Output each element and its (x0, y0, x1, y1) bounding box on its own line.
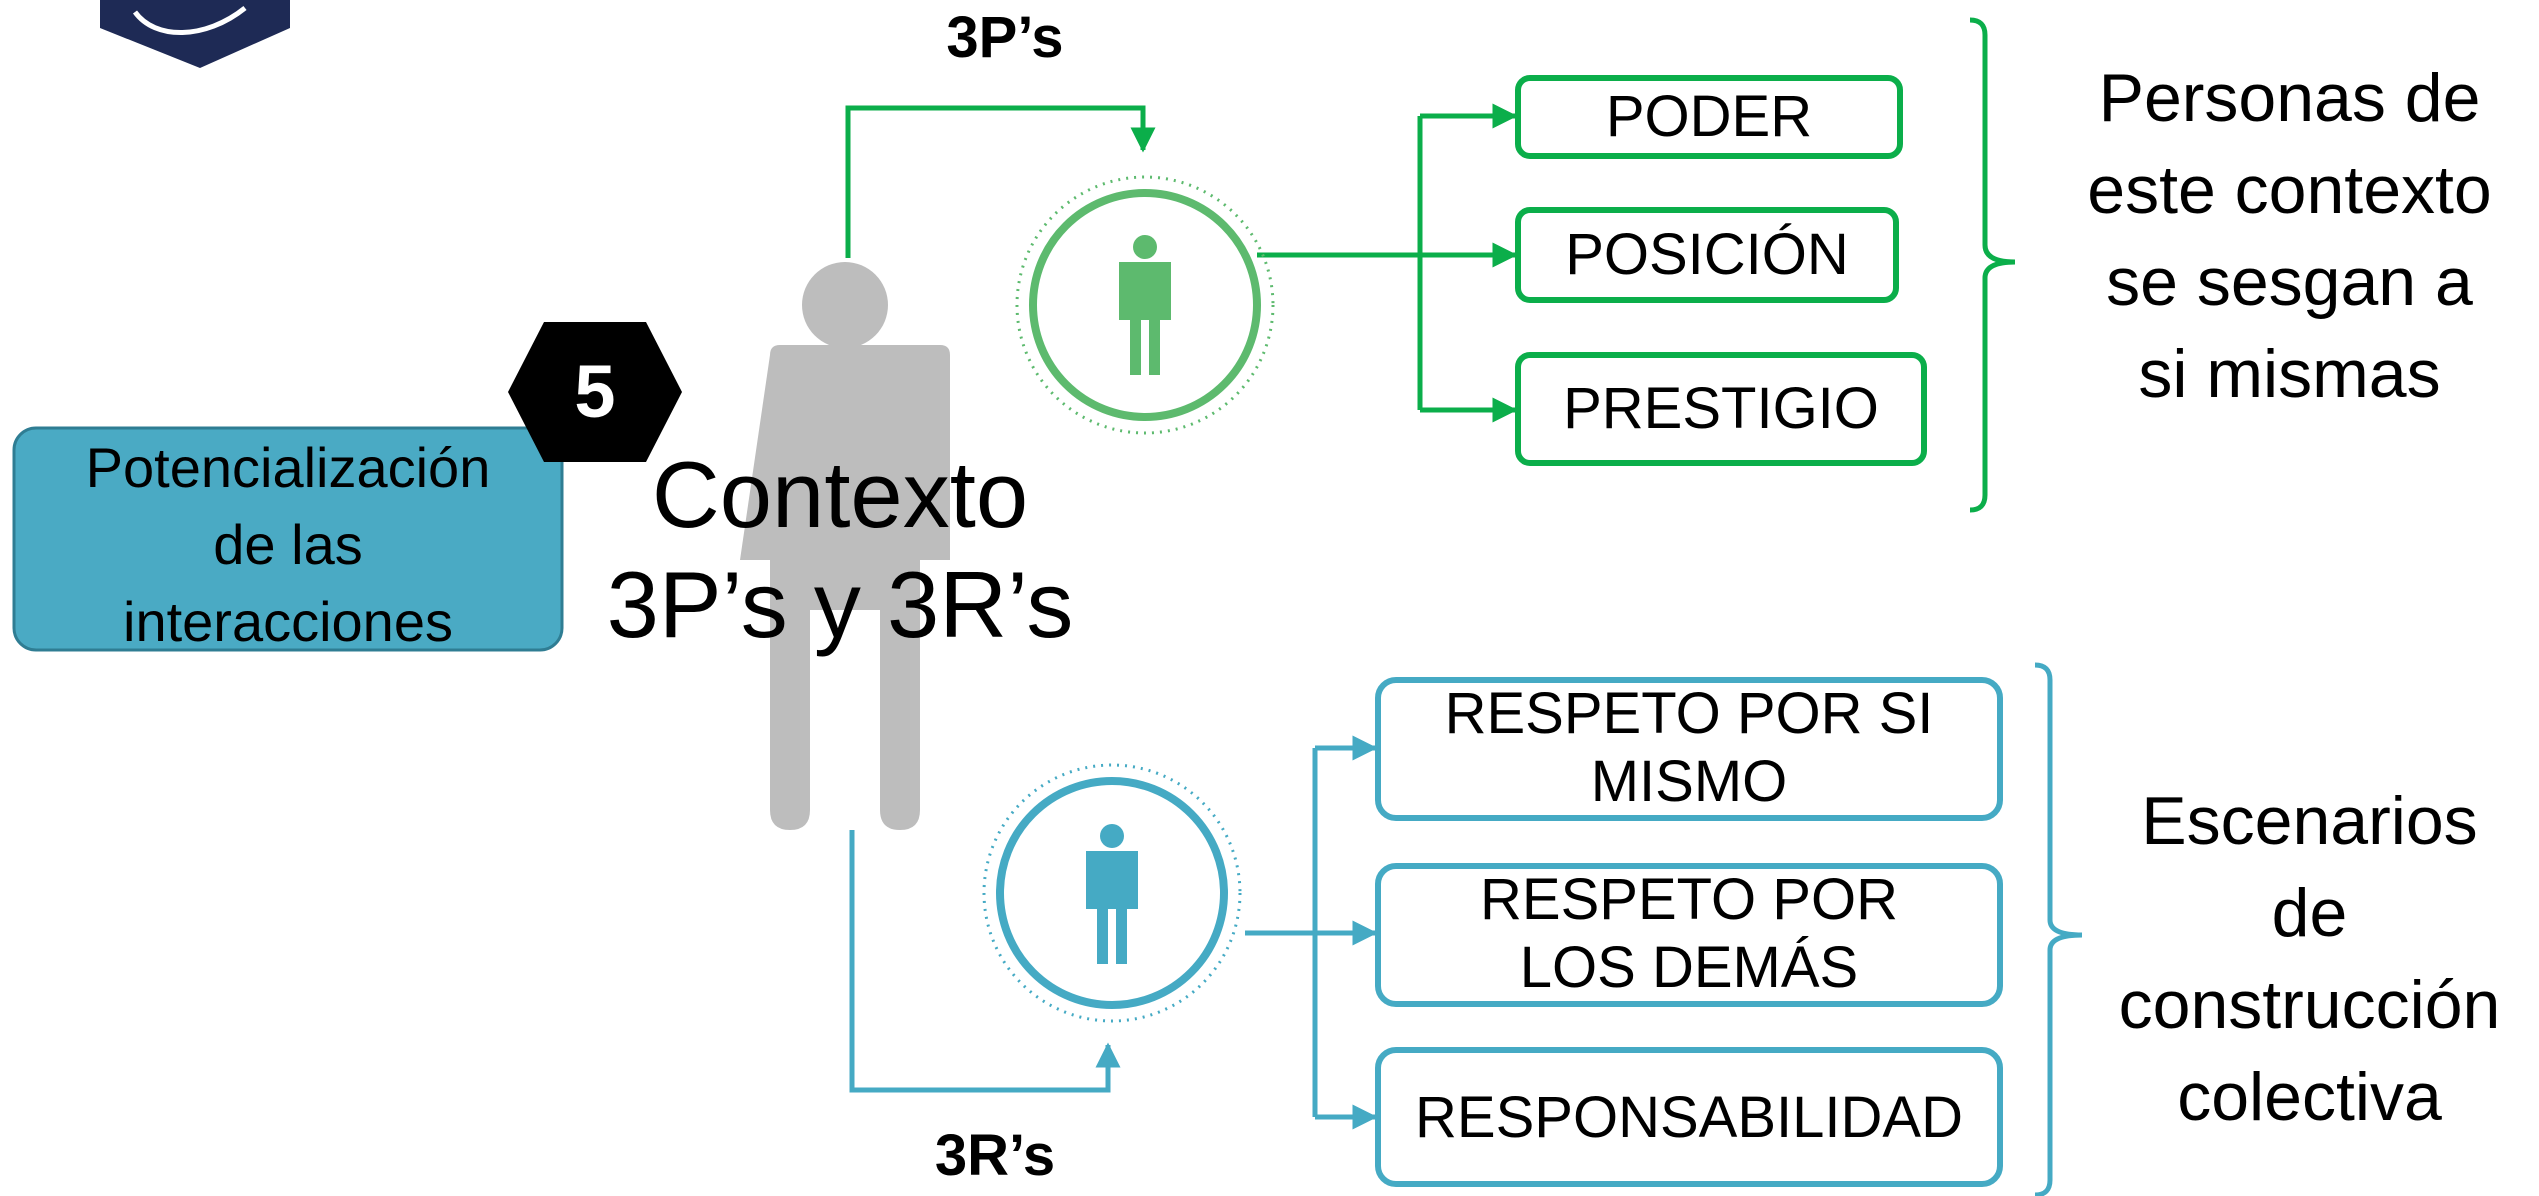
bottom-note-line: de (2271, 875, 2348, 951)
bottom-box-responsabilidad (1375, 1047, 2003, 1187)
top-box-poder (1515, 75, 1903, 159)
bottom-item-label: RESPETO POR SI MISMO (1378, 680, 2000, 816)
bottom-item-line: RESPONSABILIDAD (1415, 1085, 1963, 1150)
bottom-arrow (849, 830, 1121, 1093)
top-note: Personas de este contexto se sesgan a si… (2040, 52, 2539, 420)
logo-icon (100, 0, 290, 68)
top-connectors (845, 103, 1518, 423)
center-title: Contexto 3P’s y 3R’s (560, 440, 1120, 660)
bottom-person-circle (982, 763, 1242, 1023)
bottom-item-label: RESPETO POR LOS DEMÁS (1378, 866, 2000, 1002)
top-person-circle (1015, 175, 1275, 435)
bottom-brace (2034, 662, 2083, 1196)
bottom-connectors (849, 735, 1378, 1130)
side-label-line: interacciones (123, 590, 453, 653)
side-label-box (12, 426, 564, 652)
bottom-item-line: LOS DEMÁS (1519, 935, 1859, 1000)
center-title-line: Contexto (651, 442, 1029, 547)
top-brace (1969, 17, 2016, 513)
top-note-line: Personas de (2098, 60, 2481, 136)
bottom-note: Escenarios de construcción colectiva (2080, 775, 2539, 1143)
step-number: 5 (574, 350, 616, 433)
side-label: Potencialización de las interacciones (14, 429, 562, 660)
person-icon (1086, 824, 1138, 964)
bottom-note-line: Escenarios (2141, 783, 2478, 859)
top-note-line: si mismas (2138, 336, 2441, 412)
bottom-item-line: RESPETO POR (1480, 867, 1898, 932)
side-label-line: Potencialización (85, 436, 491, 499)
top-box-prestigio (1515, 352, 1927, 466)
top-arrow (845, 105, 1156, 258)
bottom-box-respeto-demas (1375, 863, 2003, 1007)
top-item-label: POSICIÓN (1565, 222, 1849, 287)
person-icon (740, 262, 950, 830)
bottom-item-line: MISMO (1590, 749, 1788, 814)
top-note-line: se sesgan a (2106, 244, 2473, 320)
bottom-note-line: colectiva (2177, 1059, 2442, 1135)
bottom-item-label: RESPONSABILIDAD (1378, 1084, 2000, 1152)
center-title-line: 3P’s y 3R’s (606, 552, 1074, 657)
bottom-label-3rs: 3R’s (934, 1123, 1056, 1188)
top-box-posicion (1515, 207, 1899, 303)
bottom-item-line: RESPETO POR SI (1444, 681, 1934, 746)
top-label-3ps: 3P’s (946, 5, 1064, 70)
bottom-box-respeto-si-mismo (1375, 677, 2003, 821)
top-item-label: PODER (1605, 84, 1813, 149)
step-hexagon (508, 322, 682, 462)
person-icon (1119, 235, 1171, 375)
top-item-label: PRESTIGIO (1563, 376, 1879, 441)
top-note-line: este contexto (2087, 152, 2492, 228)
side-label-line: de las (213, 513, 363, 576)
bottom-note-line: construcción (2118, 967, 2501, 1043)
